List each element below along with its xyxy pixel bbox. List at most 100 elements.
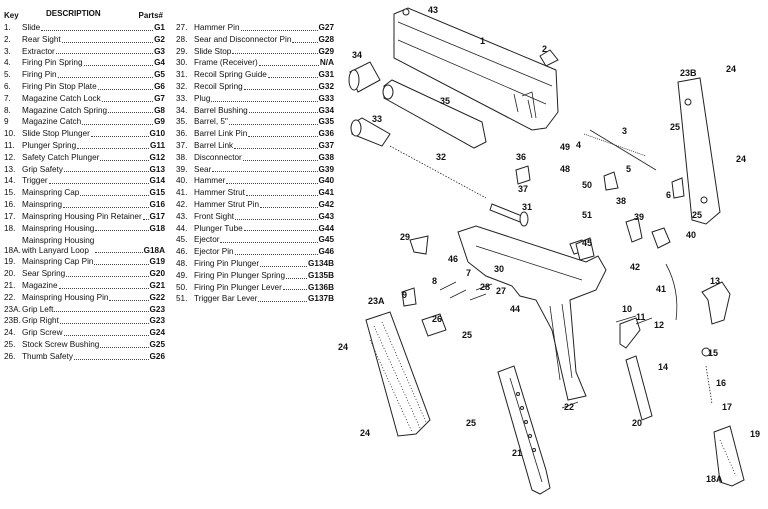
callout-20: 20 <box>632 418 642 428</box>
leader-dots <box>55 53 154 55</box>
leader-dots <box>235 218 318 220</box>
leader-dots <box>101 100 154 102</box>
part-description: Safety Catch Plunger <box>22 152 100 162</box>
part-number: G5 <box>154 70 165 80</box>
leader-dots <box>57 76 154 78</box>
callout-25-bottom: 25 <box>466 418 476 428</box>
leader-dots <box>100 159 149 161</box>
part-number: G4 <box>154 58 165 68</box>
part-description: Magazine <box>22 280 58 290</box>
part-description: Firing Pin Stop Plate <box>22 81 97 91</box>
callout-25-mid: 25 <box>462 330 472 340</box>
part-number: G16 <box>149 199 165 209</box>
part-number: G7 <box>154 93 165 103</box>
callout-12: 12 <box>654 320 664 330</box>
part-key: 42. <box>176 199 188 209</box>
parts-list-header-spacer <box>176 8 334 22</box>
leader-dots <box>58 287 149 289</box>
callout-31: 31 <box>522 202 532 212</box>
part-key: 7. <box>4 93 11 103</box>
callout-34: 34 <box>352 50 362 60</box>
part-key: 14. <box>4 176 16 186</box>
small-parts-drawing <box>401 49 685 421</box>
part-key: 6. <box>4 81 11 91</box>
callout-6: 6 <box>666 190 671 200</box>
part-number: G38 <box>318 152 334 162</box>
part-description: Firing Pin Spring <box>22 58 83 68</box>
leader-dots <box>142 218 149 220</box>
part-key: 17. <box>4 211 16 221</box>
part-number: G31 <box>318 70 334 80</box>
header-description: DESCRIPTION <box>46 9 101 18</box>
part-description: Front Sight <box>194 211 235 221</box>
part-description: Ejector Pin <box>194 247 234 257</box>
leader-dots <box>48 183 149 185</box>
part-number: G24 <box>149 328 165 338</box>
callout-32: 32 <box>436 152 446 162</box>
callout-43: 43 <box>428 5 438 15</box>
callout-28: 28 <box>480 282 490 292</box>
part-number: G9 <box>154 117 165 127</box>
part-description: Ejector <box>194 235 220 245</box>
leader-dots <box>73 358 149 360</box>
grip-safety-drawing <box>701 281 731 325</box>
part-number: G45 <box>318 235 334 245</box>
part-description: Slide Stop <box>194 46 232 56</box>
part-key: 39. <box>176 164 188 174</box>
part-description: Hammer Strut <box>194 188 245 198</box>
leader-dots <box>234 147 318 149</box>
part-key: 37. <box>176 140 188 150</box>
callout-45: 45 <box>582 238 592 248</box>
part-key: 26. <box>4 351 16 361</box>
part-number: N/A <box>319 58 334 68</box>
part-number: G8 <box>154 105 165 115</box>
callout-21: 21 <box>512 448 522 458</box>
callout-26: 26 <box>432 314 442 324</box>
callout-10: 10 <box>622 304 632 314</box>
leader-dots <box>95 252 143 254</box>
part-number: G3 <box>154 46 165 56</box>
callout-25-right: 25 <box>692 210 702 220</box>
leader-dots <box>260 265 308 267</box>
leader-dots <box>83 65 154 67</box>
part-description: Mainspring Housing <box>22 223 95 233</box>
leader-dots <box>248 112 318 114</box>
part-description: Barrel Link Pin <box>194 129 248 139</box>
leader-dots <box>228 124 318 126</box>
part-key: 49. <box>176 270 188 280</box>
leader-dots <box>54 311 149 313</box>
part-number: G6 <box>154 81 165 91</box>
leader-dots <box>211 100 318 102</box>
part-description: Disconnector <box>194 152 242 162</box>
part-key: 19. <box>4 257 16 267</box>
recoil-spring-drawing <box>389 145 487 199</box>
leader-dots <box>243 230 318 232</box>
callout-46: 46 <box>448 254 458 264</box>
part-number: G43 <box>318 211 334 221</box>
part-key: 3. <box>4 46 11 56</box>
grip-left-drawing <box>365 311 431 437</box>
callout-24-right: 24 <box>736 154 746 164</box>
callout-17: 17 <box>722 402 732 412</box>
part-number: G21 <box>149 280 165 290</box>
callout-9: 9 <box>402 290 407 300</box>
